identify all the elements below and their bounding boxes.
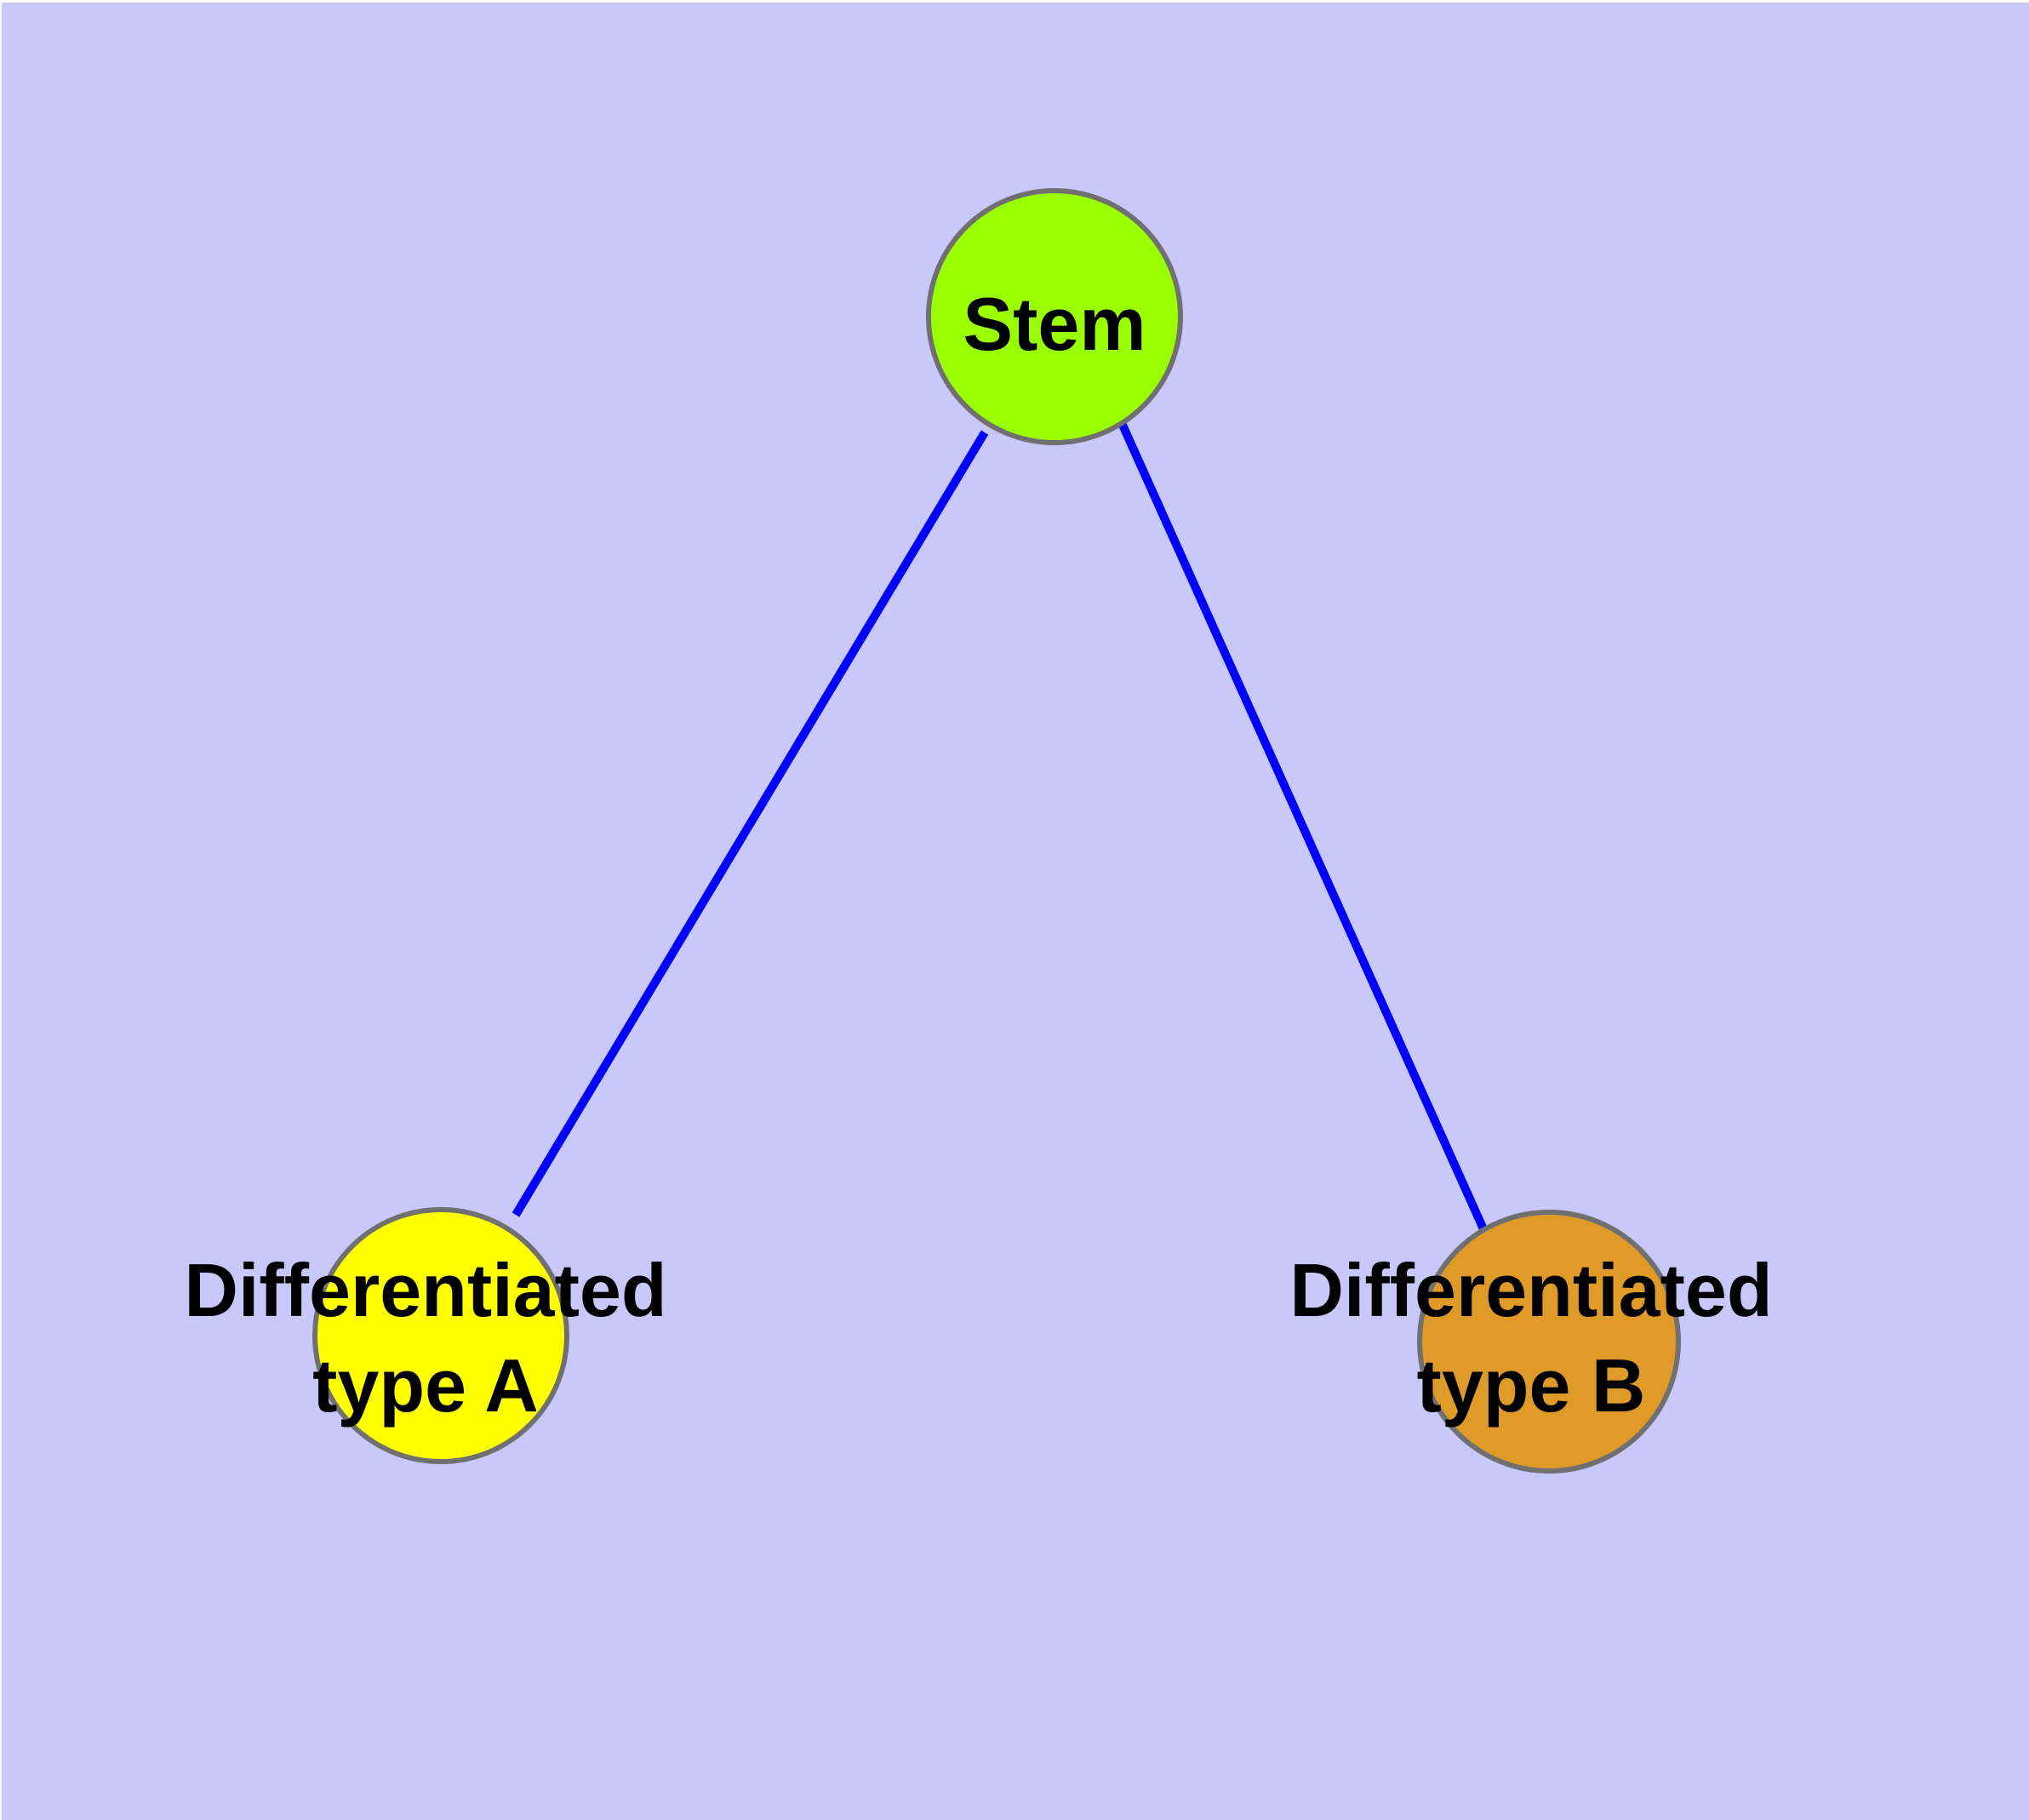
node-label-differentiated-type-a-line1: Differentiated xyxy=(184,1248,666,1332)
node-stem[interactable] xyxy=(926,188,1183,445)
node-differentiated-type-b[interactable] xyxy=(1417,1210,1681,1474)
label-layer: Stem Differentiated type A Differentiate… xyxy=(184,282,1772,1428)
node-layer xyxy=(312,188,1681,1474)
node-differentiated-type-a[interactable] xyxy=(312,1207,569,1464)
graph-svg: Stem Differentiated type A Differentiate… xyxy=(184,188,1773,1474)
edge-layer xyxy=(512,421,1489,1233)
node-label-stem-line1: Stem xyxy=(963,282,1146,366)
edge-stem-to-differentiated-type-a[interactable] xyxy=(512,430,989,1217)
edge-stem-to-differentiated-type-b[interactable] xyxy=(1117,421,1489,1233)
node-label-differentiated-type-b-line2: type B xyxy=(1417,1343,1646,1428)
node-label-differentiated-type-a-line2: type A xyxy=(312,1343,539,1428)
node-label-differentiated-type-b-line1: Differentiated xyxy=(1289,1248,1772,1332)
diagram-plot-area: Stem Differentiated type A Differentiate… xyxy=(2,3,2029,1820)
